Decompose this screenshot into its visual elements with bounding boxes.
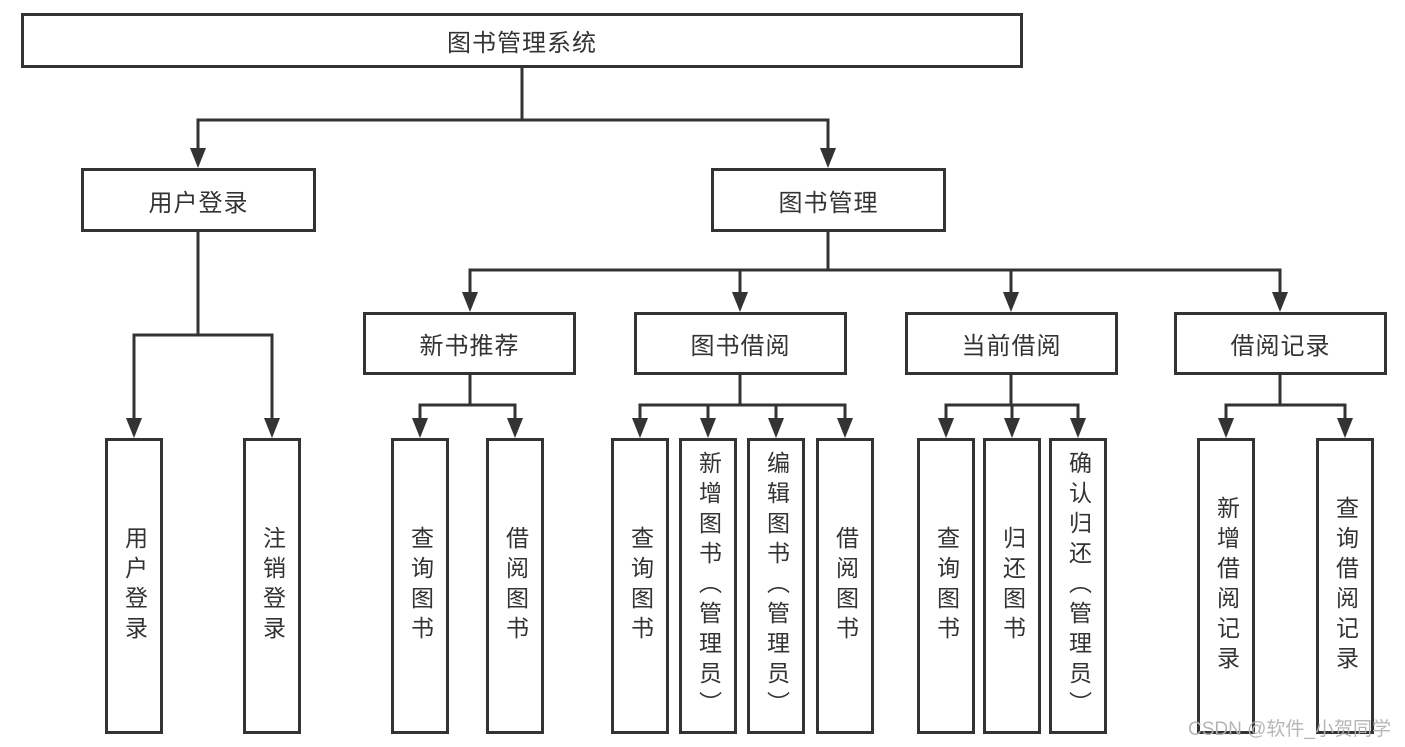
arrowheads (126, 148, 1353, 438)
leaf-borrow-borrow-books: 借阅图书 (816, 438, 874, 734)
node-book-management: 图书管理 (711, 168, 946, 232)
node-root-system: 图书管理系统 (21, 13, 1023, 68)
leaf-return-book: 归还图书 (983, 438, 1041, 734)
leaf-add-borrow-record: 新增借阅记录 (1197, 438, 1255, 734)
leaf-current-query-books: 查询图书 (917, 438, 975, 734)
leaf-add-book-admin: 新增图书（管理员） (679, 438, 737, 734)
leaf-recommend-query-books: 查询图书 (391, 438, 449, 734)
leaf-query-borrow-record: 查询借阅记录 (1316, 438, 1374, 734)
leaf-borrow-query-books: 查询图书 (611, 438, 669, 734)
leaf-edit-book-admin: 编辑图书（管理员） (747, 438, 805, 734)
leaf-user-login: 用户登录 (105, 438, 163, 734)
csdn-watermark: CSDN @软件_小贺同学 (1188, 719, 1391, 740)
node-user-login: 用户登录 (81, 168, 316, 232)
node-book-borrow: 图书借阅 (634, 312, 847, 375)
node-borrow-records: 借阅记录 (1174, 312, 1387, 375)
leaf-logout: 注销登录 (243, 438, 301, 734)
node-new-book-recommend: 新书推荐 (363, 312, 576, 375)
node-current-borrow: 当前借阅 (905, 312, 1118, 375)
leaf-recommend-borrow-books: 借阅图书 (486, 438, 544, 734)
leaf-confirm-return-admin: 确认归还（管理员） (1049, 438, 1107, 734)
